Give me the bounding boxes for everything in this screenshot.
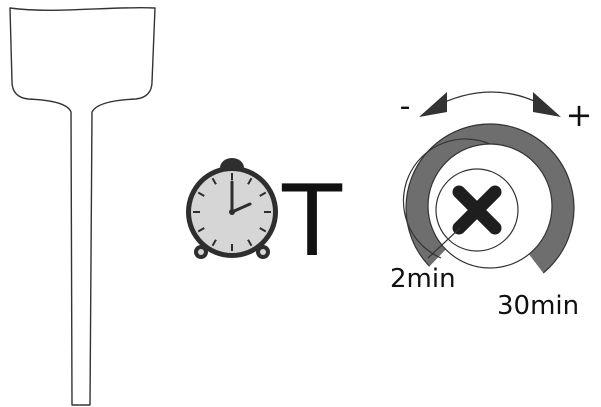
min-time-label: 2min: [390, 264, 456, 294]
spatula-icon: [9, 6, 156, 406]
rotation-arrow: [419, 91, 561, 117]
arrow-right-icon: [533, 92, 561, 117]
alarm-clock-icon: [186, 158, 278, 259]
plus-label: +: [566, 96, 593, 134]
time-symbol: T: [281, 165, 343, 279]
rotary-knob-icon: [402, 123, 575, 295]
pointer-line: [427, 227, 461, 259]
arrow-left-icon: [419, 92, 447, 117]
max-time-label: 30min: [497, 291, 579, 321]
minus-label: -: [400, 89, 411, 124]
cross-icon: [452, 185, 502, 235]
